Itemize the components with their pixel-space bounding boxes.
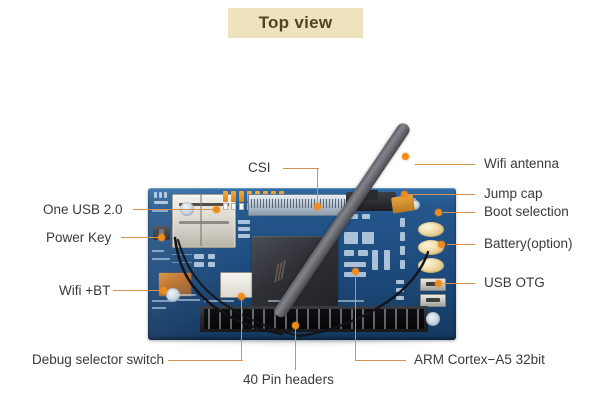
battery-pad-3: [418, 258, 444, 273]
leader-line-battery: [447, 244, 475, 246]
marker-csi: [314, 203, 321, 210]
label-battery-option: Battery(option): [484, 236, 573, 251]
label-jump-cap: Jump cap: [484, 186, 543, 201]
marker-power: [158, 234, 165, 241]
marker-usbotg: [435, 280, 442, 287]
leader-line-csi-h: [283, 168, 319, 170]
gpio-header-pins: [204, 309, 424, 329]
leader-line-soc-h: [356, 360, 406, 362]
page-title: Top view: [258, 13, 333, 32]
marker-jumpcap: [401, 191, 408, 198]
top-view-banner: Top view: [228, 8, 363, 38]
marker-debug: [238, 293, 245, 300]
marker-soc: [352, 268, 359, 275]
leader-line-usb20: [133, 209, 216, 211]
marker-wifibt: [160, 287, 167, 294]
marker-boot: [435, 209, 442, 216]
label-40-pin-headers: 40 Pin headers: [243, 372, 334, 387]
jump-cap: [364, 190, 378, 200]
leader-line-antenna: [415, 164, 475, 166]
mounting-hole-top-right: [410, 200, 420, 210]
power-key-cap: [159, 229, 164, 237]
leader-line-csi-v: [317, 168, 319, 206]
label-arm-cortex-a5: ARM Cortex−A5 32bit: [414, 352, 545, 367]
marker-pin40: [292, 322, 299, 329]
label-wifi-antenna: Wifi antenna: [484, 156, 560, 171]
label-power-key: Power Key: [46, 230, 112, 245]
leader-line-jumpcap: [408, 194, 475, 196]
leader-line-soc-v: [355, 272, 357, 361]
battery-pad-1: [418, 222, 444, 237]
label-usb-otg: USB OTG: [484, 275, 545, 290]
leader-line-debug-v: [241, 297, 243, 361]
label-csi: CSI: [248, 160, 271, 175]
usb-port-divider: [200, 194, 202, 246]
leader-line-boot: [443, 212, 475, 214]
label-boot-selection: Boot selection: [484, 204, 569, 219]
marker-usb20: [213, 206, 220, 213]
label-wifi-bt: Wifi +BT: [59, 283, 111, 298]
csi-connector-pins: [251, 199, 345, 208]
usb-otg-port-1: [420, 278, 446, 291]
leader-line-wifibt: [113, 290, 163, 292]
leader-line-usbotg: [443, 283, 475, 285]
marker-battery: [438, 241, 445, 248]
label-one-usb-2-0: One USB 2.0: [43, 202, 123, 217]
label-debug-selector-switch: Debug selector switch: [32, 352, 165, 367]
mounting-hole-bottom-right: [426, 312, 440, 326]
leader-line-debug-h: [168, 360, 243, 362]
marker-antenna: [402, 153, 409, 160]
leader-line-pin40: [295, 326, 297, 370]
leader-line-power: [121, 237, 161, 239]
